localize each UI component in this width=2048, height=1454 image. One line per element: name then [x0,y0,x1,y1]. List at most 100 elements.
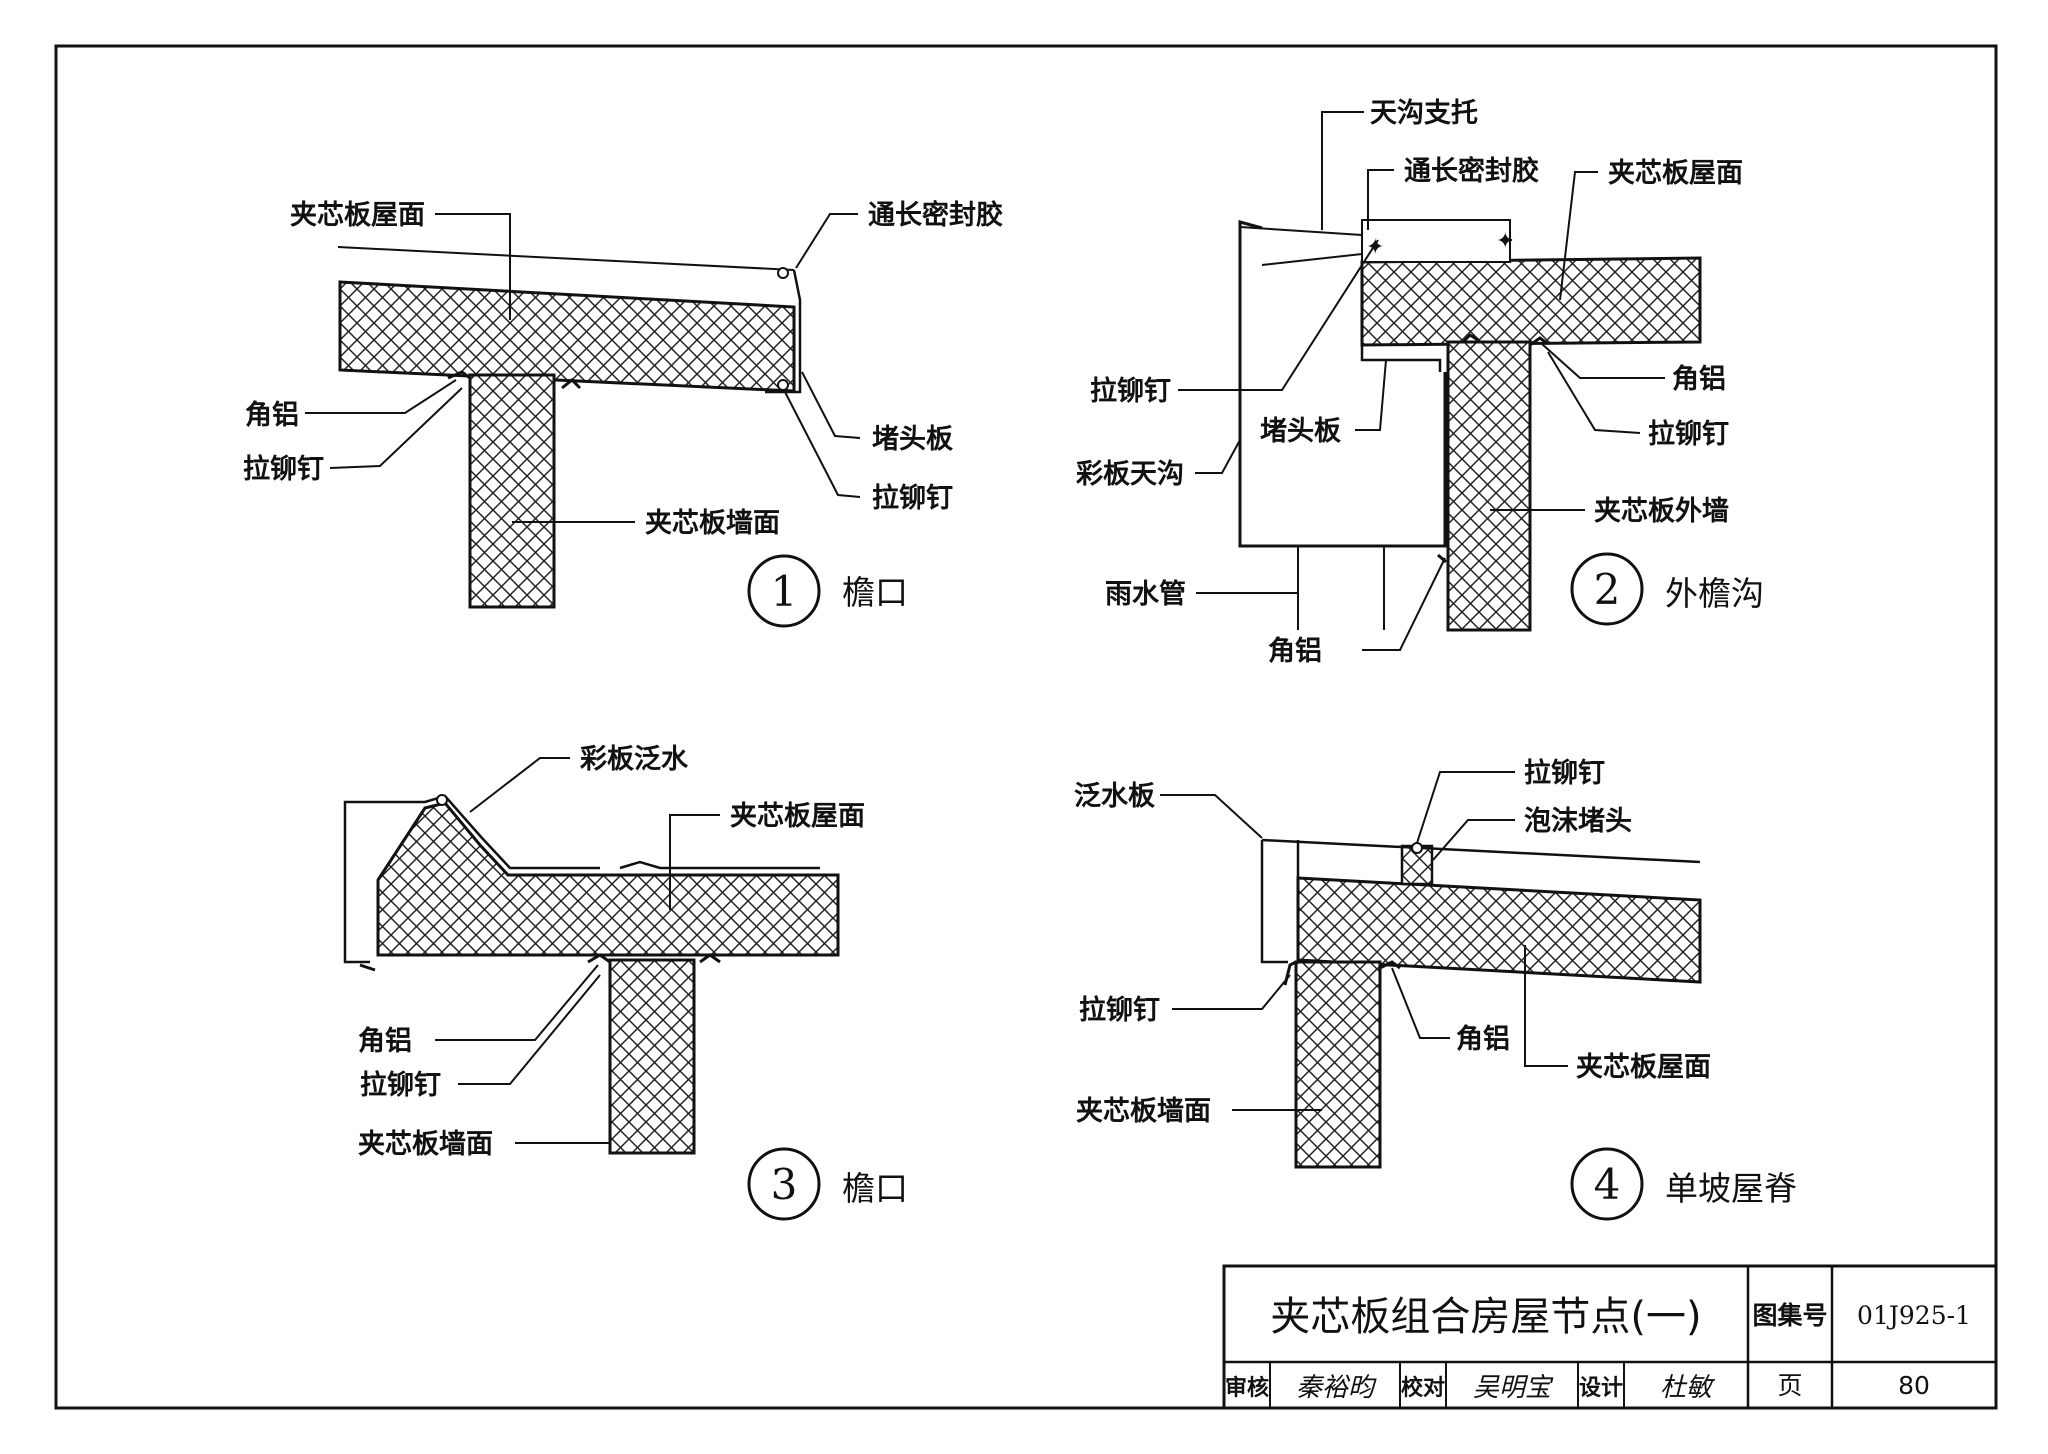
label-wall-3: 夹芯板墙面 [358,1129,493,1160]
detail-3-eave: 彩板泛水 夹芯板屋面 角铝 拉铆钉 夹芯板墙面 3 檐口 [343,744,908,1221]
end-plate-2 [1360,345,1442,372]
leader-angle-1 [305,379,457,414]
label-rivet-1r: 拉铆钉 [872,482,953,514]
angle-aluminum-2 [1461,333,1549,347]
wall-panel-4 [1294,960,1382,1169]
label-end-plate-2: 堵头板 [1260,416,1341,447]
angle-aluminum-1 [447,370,582,390]
leader-roof-1 [435,213,511,320]
label-angle-2b: 角铝 [1268,635,1322,667]
detail-2-outer-gutter: ✦ ✦ 天沟支托 通长密封胶 夹芯板屋面 拉铆钉 堵头板 角铝 拉铆钉 彩板天沟… [1076,98,1764,667]
detail-caption-2: 外檐沟 [1665,574,1764,613]
label-wall-4: 夹芯板墙面 [1076,1096,1211,1127]
rivet-4a [1411,842,1423,854]
detail-number-circle-2 [1570,552,1644,626]
label-rivet-2r: 拉铆钉 [1648,418,1729,450]
rivet-3a [436,794,448,806]
detail-number-2: 2 [1594,565,1621,614]
leader-gutter-2 [1195,439,1241,474]
label-angle-4: 角铝 [1456,1023,1510,1055]
label-outer-wall-2: 夹芯板外墙 [1594,496,1729,527]
leader-roof-2 [1559,171,1598,301]
label-rivet-4: 拉铆钉 [1524,757,1605,789]
detail-1-eave: 夹芯板屋面 通长密封胶 角铝 拉铆钉 堵头板 拉铆钉 夹芯板墙面 1 檐口 [243,199,1003,628]
leader-sealant-2 [1367,169,1394,230]
detail-number-circle-3 [747,1147,821,1221]
label-foam-4: 泡沫堵头 [1524,805,1632,837]
leader-rivet-2r [1547,351,1641,434]
detail-number-circle-4 [1570,1147,1644,1221]
label-gutter-support: 天沟支托 [1370,98,1478,129]
label-rivet-4l: 拉铆钉 [1079,994,1160,1026]
rivet-1a [777,267,789,279]
detail-number-4: 4 [1594,1160,1621,1209]
label-angle-1: 角铝 [245,399,299,431]
label-roof-2: 夹芯板屋面 [1608,158,1743,189]
roof-panel-3 [376,801,840,957]
outer-wall-panel-2 [1446,340,1532,632]
roof-panel-4 [1296,876,1702,984]
label-rivet-2: 拉铆钉 [1090,375,1171,407]
label-roof-4: 夹芯板屋面 [1576,1052,1711,1083]
label-rivet-1: 拉铆钉 [243,453,324,485]
leader-roof-3 [669,814,720,910]
wall-panel-1 [468,373,556,609]
detail-4-single-slope-ridge: 泛水板 拉铆钉 泡沫堵头 拉铆钉 角铝 夹芯板屋面 夹芯板墙面 4 单坡屋脊 [1074,757,1797,1221]
leader-angle-2 [1541,343,1665,379]
gutter-inner-2 [1261,253,1363,266]
leader-end-plate-1 [801,371,861,439]
label-flashing-3: 彩板泛水 [580,744,689,775]
end-plate-1 [765,269,802,394]
leader-roof-4 [1524,945,1568,1067]
review-signature: 秦裕昀 [1296,1373,1377,1403]
review-label: 审核 [1225,1375,1269,1401]
leader-foam-4 [1432,819,1515,861]
label-angle-2: 角铝 [1672,363,1726,395]
design-label: 设计 [1579,1376,1623,1401]
flashing-3 [343,794,820,964]
label-gutter-2: 彩板天沟 [1076,459,1184,490]
atlas-label: 图集号 [1752,1301,1827,1330]
label-angle-3: 角铝 [358,1025,412,1057]
rivet-mark-2b: ✦ [1496,229,1514,254]
leader-rivet-3 [458,974,601,1085]
page-value: 80 [1898,1371,1930,1400]
label-roof-1: 夹芯板屋面 [290,200,425,231]
angle-aluminum-3 [359,953,721,972]
detail-caption-1: 檐口 [842,573,908,612]
leader-end-plate-2 [1355,359,1387,431]
check-signature: 吴明宝 [1473,1373,1554,1403]
label-wall-1: 夹芯板墙面 [645,508,780,539]
label-roof-3: 夹芯板屋面 [730,801,865,832]
seal-block-2 [1361,219,1511,263]
gutter-2 [1238,220,1447,548]
drawing-title: 夹芯板组合房屋节点(一) [1270,1294,1701,1340]
rivet-1b [777,379,789,391]
leader-flashing-3 [469,757,570,813]
design-signature: 杜敏 [1660,1373,1716,1403]
roof-panel-2 [1360,256,1702,347]
leader-flashing-4 [1160,794,1263,839]
label-end-plate-1: 堵头板 [872,424,953,455]
leader-angle-3 [435,964,599,1041]
check-label: 校对 [1401,1375,1445,1401]
title-block: 夹芯板组合房屋节点(一) 图集号 01J925-1 审核 秦裕昀 校对 吴明宝 … [1222,1264,1998,1410]
detail-number-1: 1 [771,567,798,616]
leader-gutter-support [1321,111,1364,230]
leader-rivet-4 [1416,771,1515,844]
detail-caption-3: 檐口 [842,1169,908,1208]
leader-rivet-2 [1178,239,1379,391]
leader-rivet-4l [1172,974,1291,1010]
detail-caption-4: 单坡屋脊 [1665,1169,1797,1208]
leader-rivet-1 [329,387,463,469]
leader-angle-4 [1391,967,1450,1039]
wall-panel-3 [608,958,696,1155]
label-rivet-3: 拉铆钉 [360,1069,441,1101]
rivet-mark-2a: ✦ [1366,235,1384,260]
label-downpipe-2: 雨水管 [1105,579,1186,610]
leader-rivet-1r [784,391,861,498]
page-label: 页 [1777,1371,1802,1400]
label-flashing-4: 泛水板 [1074,781,1155,812]
roof-panel-1 [338,280,796,393]
